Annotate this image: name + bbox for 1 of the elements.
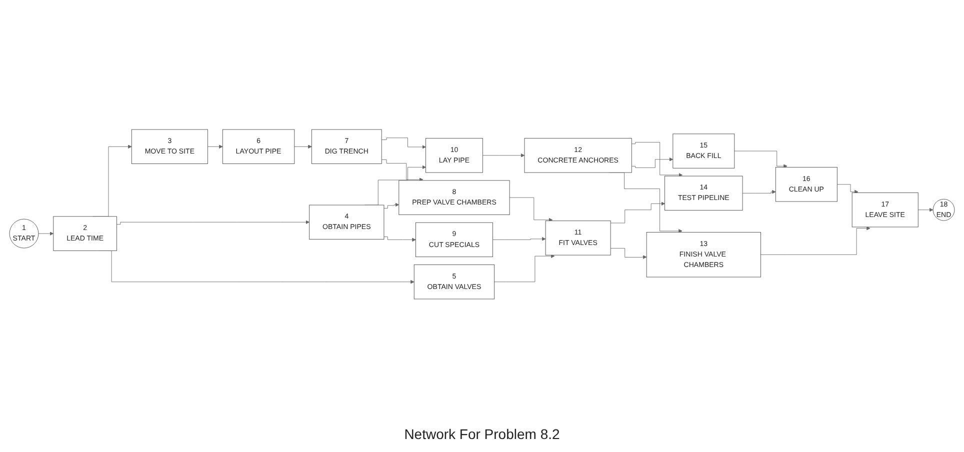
caption: Network For Problem 8.2 bbox=[404, 426, 560, 442]
